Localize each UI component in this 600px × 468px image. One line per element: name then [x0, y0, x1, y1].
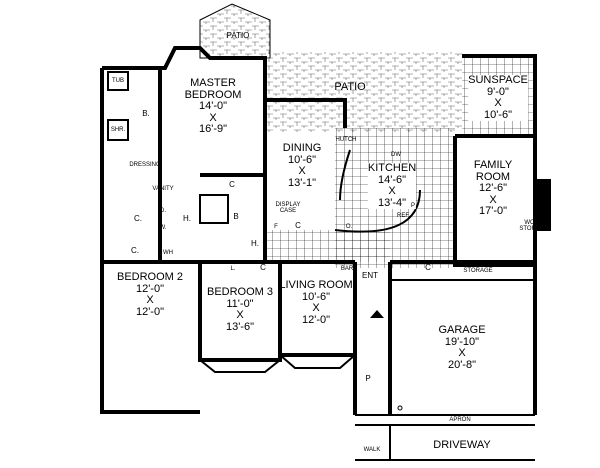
oven-label: O. [345, 224, 353, 230]
family-room-label: FAMILY ROOM 12'-6" X 17'-0" [468, 159, 518, 218]
room-length: 17'-0" [478, 205, 508, 218]
dishwasher-label: DW [391, 152, 401, 158]
driveway-label: DRIVEWAY [433, 439, 491, 451]
hutch-label: HUTCH [335, 137, 357, 143]
display-case-label: DISPLAY CASE [275, 202, 301, 215]
dining-label: DINING 10'-6" X 13'-1" [282, 142, 322, 189]
room-x: X [312, 302, 320, 315]
living-room-label: LIVING ROOM 10'-6" X 12'-0" [279, 279, 353, 326]
vanity-label: VANITY [152, 186, 174, 192]
room-name: DINING [282, 142, 322, 154]
room-name: GARAGE [438, 324, 486, 336]
room-name: MASTER BEDROOM [184, 77, 242, 101]
room-width: 12'-0" [135, 282, 165, 295]
room-width: 14'-0" [198, 100, 228, 113]
room-width: 19'-10" [444, 335, 480, 348]
walls [100, 46, 537, 415]
tub [107, 71, 129, 91]
room-length: 16'-9" [198, 123, 228, 136]
bedroom3-label: BEDROOM 3 11'-0" X 13'-6" [206, 286, 274, 333]
entry-label: ENT [362, 271, 378, 280]
room-x: X [489, 193, 497, 206]
driveway-lines [355, 414, 535, 461]
garage-label: GARAGE 19'-10" X 20'-8" [438, 324, 486, 371]
bar-label: BAR [340, 266, 354, 272]
room-length: 13'-4" [377, 196, 407, 209]
shower-label: SHR. [110, 127, 126, 133]
patio-small-label: PATIO [226, 31, 250, 40]
porch-label: P [365, 374, 371, 383]
room-length: 10'-6" [483, 108, 513, 121]
hall-label: H. [183, 214, 191, 223]
sunspace-label: SUNSPACE 9'-0" X 10'-6" [468, 74, 528, 122]
water-heater-label: WH [163, 250, 173, 256]
kitchen-label: KITCHEN 14'-6" X 13'-4" [367, 162, 417, 210]
room-width: 11'-0" [226, 297, 254, 310]
room-name: SUNSPACE [468, 74, 528, 86]
room-name: FAMILY ROOM [473, 159, 513, 183]
room-x: X [298, 165, 306, 178]
bedroom2-label: BEDROOM 2 12'-0" X 12'-0" [116, 271, 184, 318]
entry-closet-label: C [425, 263, 431, 272]
room-name: BEDROOM 2 [116, 271, 184, 283]
master-closet-label: C. [134, 214, 142, 223]
apron-label: APRON [449, 417, 471, 423]
bath2-label: B [233, 212, 239, 221]
room-width: 9'-0" [487, 85, 509, 98]
room-name: KITCHEN [367, 162, 417, 174]
hall2-label: H. [251, 239, 259, 248]
room-width: 10'-6" [287, 153, 317, 166]
master-bath-label: B. [142, 109, 150, 118]
walk-label: WALK [363, 447, 381, 453]
wood-storage-label: WOOD STORAGE [519, 220, 549, 233]
room-name: LIVING ROOM [279, 279, 353, 291]
linen-closet-label: C. [131, 246, 139, 255]
room-x: X [146, 294, 154, 307]
master-closet-c-label: C [229, 180, 235, 189]
room-length: 12'-0" [301, 313, 331, 326]
patio-area [265, 52, 462, 132]
room-x: X [388, 185, 396, 198]
kitchen-counter [334, 189, 421, 233]
patio-small-area [199, 3, 271, 59]
patio-label: PATIO [334, 81, 366, 93]
room-x: X [458, 347, 466, 360]
washer-label: W. [159, 225, 167, 231]
bathtub-2 [199, 194, 229, 224]
room-x: X [494, 97, 502, 110]
details [107, 71, 551, 461]
bedroom3-closet-label: C [260, 263, 266, 272]
pantry-label: P [410, 203, 416, 209]
room-x: X [209, 111, 217, 124]
linen-label: L. [230, 266, 236, 272]
entry-arrow-icon [370, 310, 384, 318]
room-name: BEDROOM 3 [206, 286, 274, 298]
tub-label: TUB [112, 78, 124, 84]
storage-label: STORAGE [463, 268, 493, 274]
room-width: 12'-6" [478, 182, 508, 195]
hall-floor [265, 230, 390, 262]
dressing-label: DRESSING [129, 162, 161, 168]
living-bay [279, 354, 356, 369]
freezer-label: F [274, 224, 278, 230]
room-x: X [236, 309, 244, 322]
room-length: 13'-6" [225, 320, 255, 333]
room-length: 13'-1" [287, 176, 317, 189]
shower [107, 119, 129, 141]
kitchen-arc [339, 149, 351, 201]
bedroom3-bay [199, 359, 281, 373]
room-length: 12'-0" [135, 305, 165, 318]
master-bedroom-label: MASTER BEDROOM 14'-0" X 16'-9" [173, 77, 253, 136]
room-width: 14'-6" [377, 173, 407, 186]
room-length: 20'-8" [447, 358, 477, 371]
dryer-label: D. [160, 208, 166, 214]
refrigerator-label: REF [397, 213, 409, 219]
room-width: 10'-6" [301, 290, 331, 303]
fireplace [534, 179, 551, 231]
hose-bib [397, 405, 403, 411]
pantry-closet-label: C [295, 221, 301, 230]
